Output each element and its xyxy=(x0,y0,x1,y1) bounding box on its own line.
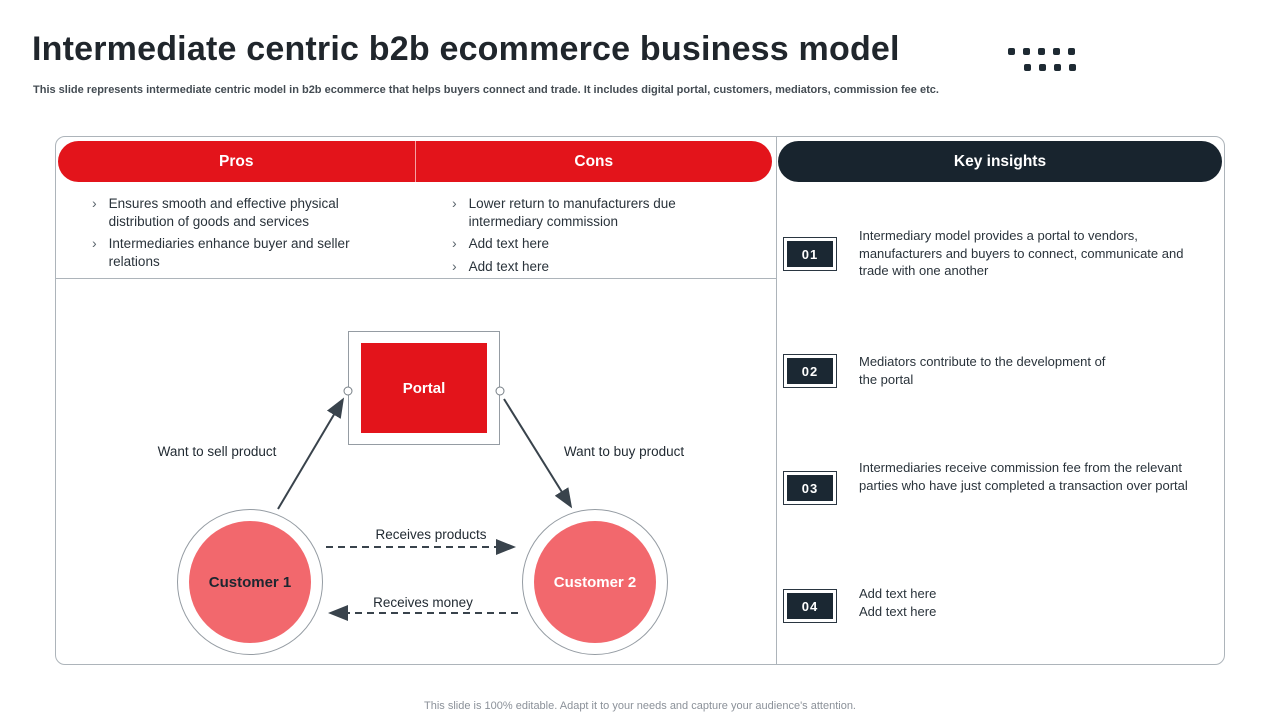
chevron-bullet-icon: › xyxy=(452,257,457,274)
content-panel: Pros Cons Key insights › Ensures smooth … xyxy=(55,136,1225,665)
customer2-label: Customer 2 xyxy=(534,521,656,643)
customer2-node: Customer 2 xyxy=(522,509,668,655)
decorative-dots-icon xyxy=(1008,48,1076,80)
portal-node: Portal xyxy=(348,331,500,445)
insight-number-badge: 04 xyxy=(783,589,837,623)
insight-text: Mediators contribute to the development … xyxy=(859,354,1106,387)
receives-products-label: Receives products xyxy=(375,527,487,542)
insight-number-badge: 03 xyxy=(783,471,837,505)
pros-list: › Ensures smooth and effective physical … xyxy=(92,195,412,275)
dots-row xyxy=(1008,48,1076,55)
horizontal-divider xyxy=(56,278,776,279)
dots-row xyxy=(1024,64,1076,71)
pros-item-text: Ensures smooth and effective physical di… xyxy=(108,196,339,229)
cons-item-text: Add text here xyxy=(468,258,549,274)
pros-item-text: Intermediaries enhance buyer and seller … xyxy=(108,236,350,269)
pros-cons-header-bar: Pros Cons xyxy=(58,141,772,182)
slide-footer-note: This slide is 100% editable. Adapt it to… xyxy=(424,700,856,712)
want-to-sell-label: Want to sell product xyxy=(157,444,277,459)
key-insights-header: Key insights xyxy=(778,141,1222,182)
chevron-bullet-icon: › xyxy=(452,235,457,252)
portal-label: Portal xyxy=(361,343,487,433)
business-model-diagram: Portal Customer 1 Customer 2 Want to sel… xyxy=(56,279,776,665)
insight-number-badge: 02 xyxy=(783,354,837,388)
insight-number: 04 xyxy=(787,593,833,619)
chevron-bullet-icon: › xyxy=(92,195,97,211)
receives-money-label: Receives money xyxy=(373,595,473,610)
want-to-buy-label: Want to buy product xyxy=(563,444,685,459)
insight-number: 03 xyxy=(787,475,833,501)
chevron-bullet-icon: › xyxy=(452,195,457,211)
insight-number-badge: 01 xyxy=(783,237,837,271)
cons-item-text: Add text here xyxy=(468,236,549,252)
cons-item: › Lower return to manufacturers due inte… xyxy=(452,195,752,230)
pros-item: › Intermediaries enhance buyer and selle… xyxy=(92,235,412,270)
insight-text: Intermediary model provides a portal to … xyxy=(859,228,1184,279)
header-split-divider xyxy=(414,141,416,182)
customer1-node: Customer 1 xyxy=(177,509,323,655)
chevron-bullet-icon: › xyxy=(92,235,97,252)
insight-text: Add text here Add text here xyxy=(859,586,937,619)
insight-number: 01 xyxy=(787,241,833,267)
pros-header: Pros xyxy=(219,152,254,170)
cons-item: › Add text here xyxy=(452,235,752,253)
slide-subtitle: This slide represents intermediate centr… xyxy=(33,84,939,96)
vertical-divider xyxy=(776,137,777,664)
customer1-label: Customer 1 xyxy=(189,521,311,643)
insight-number: 02 xyxy=(787,358,833,384)
pros-item: › Ensures smooth and effective physical … xyxy=(92,195,412,230)
cons-list: › Lower return to manufacturers due inte… xyxy=(452,195,752,280)
cons-item: › Add text here xyxy=(452,258,752,276)
cons-item-text: Lower return to manufacturers due interm… xyxy=(468,196,676,229)
insight-text: Intermediaries receive commission fee fr… xyxy=(859,460,1188,493)
cons-header: Cons xyxy=(574,152,614,170)
page-title: Intermediate centric b2b ecommerce busin… xyxy=(32,30,900,68)
